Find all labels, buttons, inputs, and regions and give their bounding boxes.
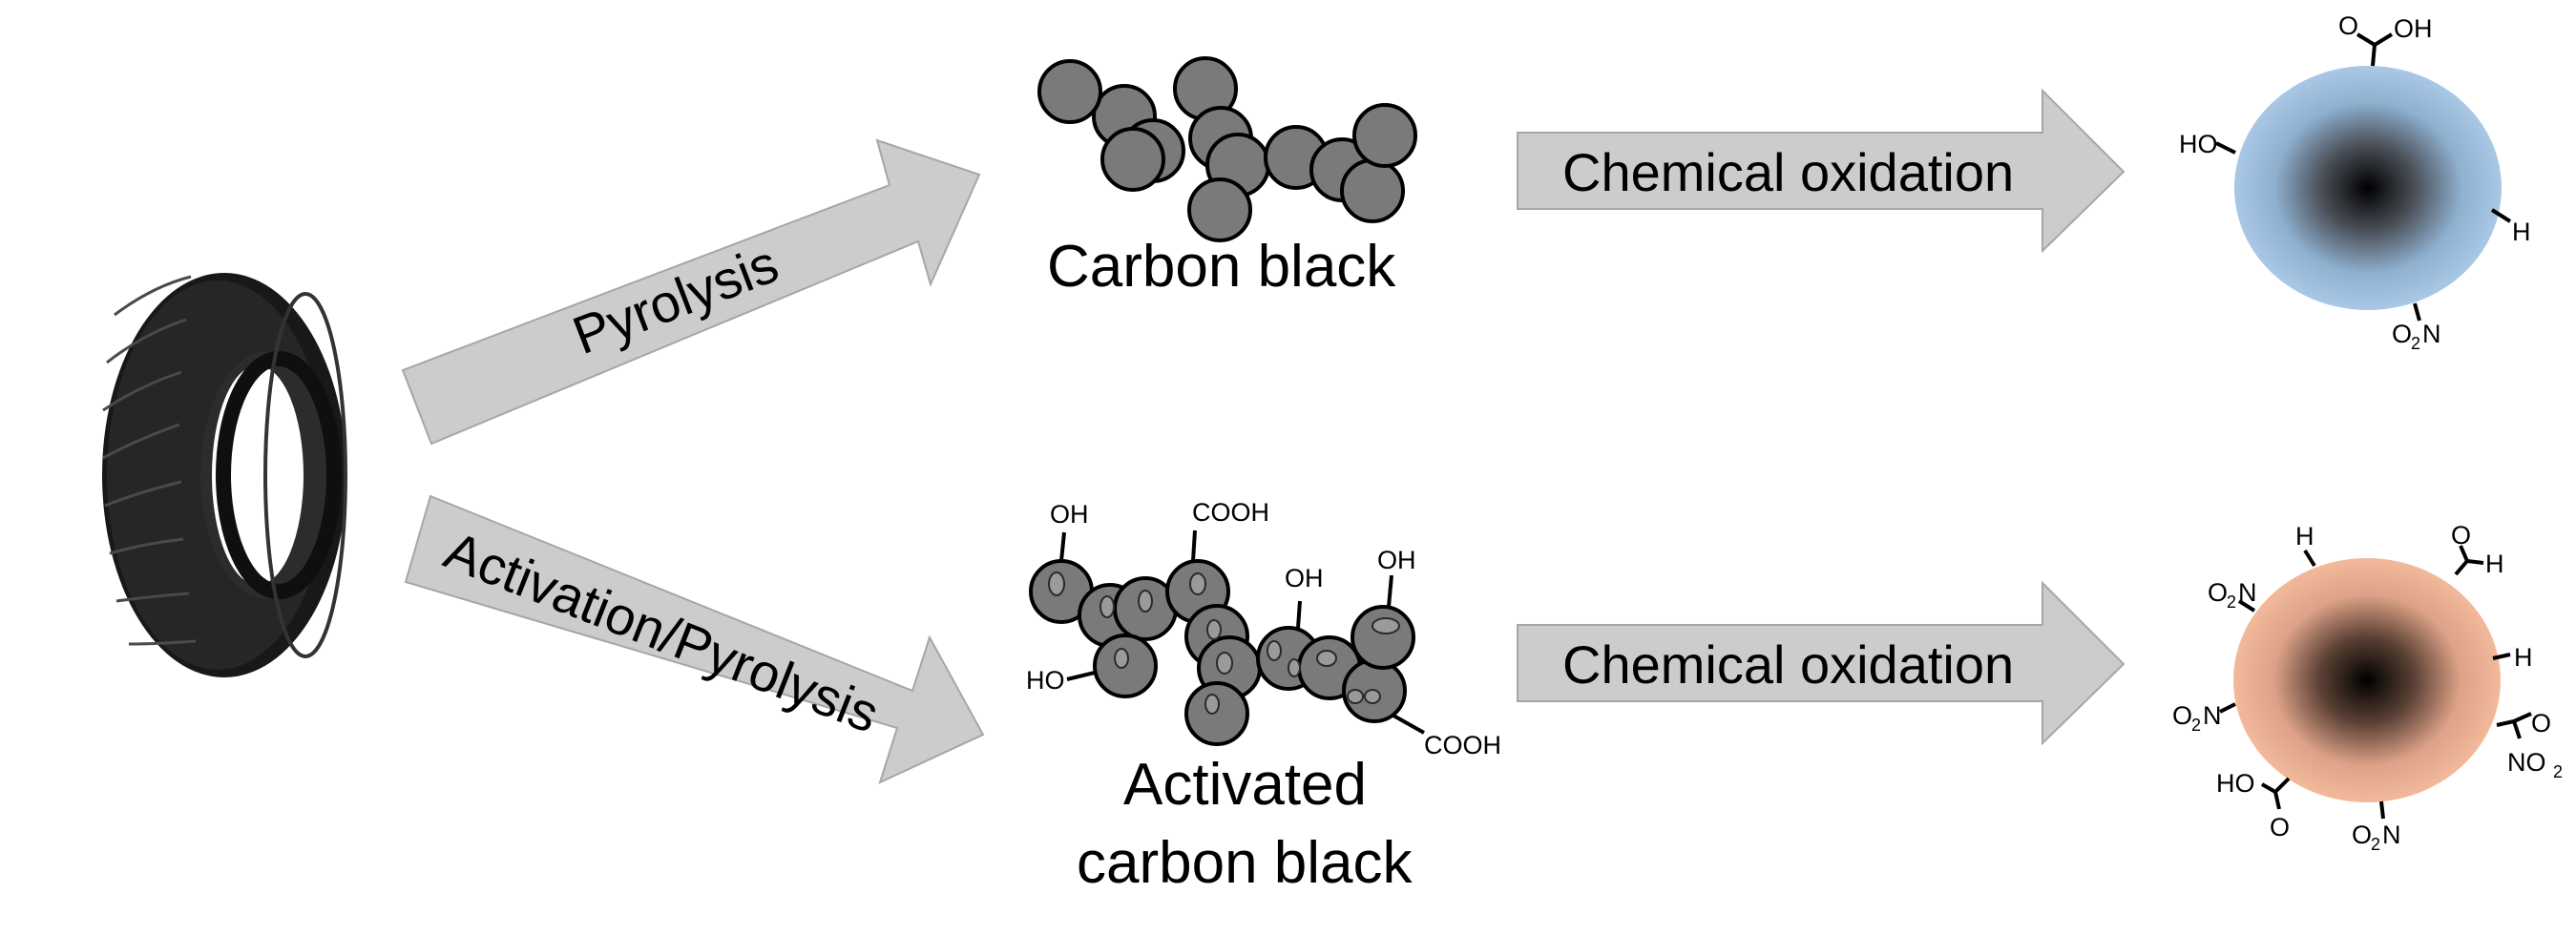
top-ho: HO — [2179, 130, 2218, 158]
pyrolysis-arrow: Pyrolysis — [401, 138, 981, 446]
group-oh-1: OH — [1050, 500, 1089, 529]
group-oh-3: OH — [1377, 546, 1416, 574]
bottom-aldehyde-o: O — [2451, 521, 2471, 550]
top-h: H — [2512, 218, 2531, 246]
activated-carbon-cluster: OH COOH OH OH HO COOH — [1026, 498, 1501, 759]
bottom-no2-sub: 2 — [2553, 762, 2563, 781]
bottom-o: O — [2270, 813, 2290, 842]
bottom-h-right: H — [2514, 643, 2533, 672]
pyrolysis-label: Pyrolysis — [565, 233, 786, 365]
group-cooh-top: COOH — [1192, 498, 1269, 527]
bottom-ho: HO — [2216, 769, 2255, 798]
bottom-o2n-bottom-n: N — [2382, 821, 2401, 849]
activated-label-line1: Activated — [1123, 752, 1367, 818]
bottom-o2n-upper-o: O — [2208, 578, 2228, 607]
oxidized-activated-carbon-sphere: H O H O 2 N H O 2 N O NO 2 HO O O 2 N — [2172, 521, 2563, 854]
bottom-o2n-upper-n: N — [2238, 578, 2257, 607]
bottom-right-o: O — [2531, 709, 2551, 738]
top-carboxyl-oh: OH — [2394, 14, 2433, 43]
bottom-o2n-upper-sub: 2 — [2227, 592, 2236, 612]
bottom-no2-n: NO — [2507, 748, 2546, 777]
bottom-o2n-bottom-sub: 2 — [2371, 835, 2380, 854]
top-carbonyl-o: O — [2338, 11, 2358, 40]
oxidation-label-bottom: Chemical oxidation — [1562, 634, 2014, 695]
top-nitro-o: O — [2392, 320, 2412, 348]
bottom-o2n-left-n: N — [2203, 701, 2222, 730]
activated-label-line2: carbon black — [1077, 830, 1414, 896]
oxidation-arrow-top: Chemical oxidation — [1517, 88, 2126, 254]
bottom-aldehyde-h: H — [2485, 550, 2504, 578]
group-ho-left: HO — [1026, 666, 1065, 695]
activation-pyrolysis-arrow: Activation/Pyrolysis — [404, 494, 985, 784]
oxidation-arrow-bottom: Chemical oxidation — [1517, 580, 2126, 746]
top-nitro-n: N — [2422, 320, 2441, 348]
group-cooh-bottom: COOH — [1424, 731, 1501, 759]
top-nitro-sub: 2 — [2411, 334, 2420, 353]
carbon-black-label: Carbon black — [1047, 234, 1396, 300]
bottom-o2n-left-sub: 2 — [2191, 716, 2201, 735]
bottom-h-top: H — [2295, 522, 2314, 551]
activation-pyrolysis-label: Activation/Pyrolysis — [437, 520, 888, 744]
group-oh-2: OH — [1285, 564, 1324, 592]
bottom-o2n-left-o: O — [2172, 701, 2192, 730]
oxidation-label-top: Chemical oxidation — [1562, 142, 2014, 202]
bottom-o2n-bottom-o: O — [2352, 821, 2372, 849]
carbon-black-cluster — [1037, 56, 1417, 242]
tire-icon — [102, 273, 347, 677]
oxidized-carbon-black-sphere: O OH HO H O 2 N — [2179, 11, 2531, 353]
